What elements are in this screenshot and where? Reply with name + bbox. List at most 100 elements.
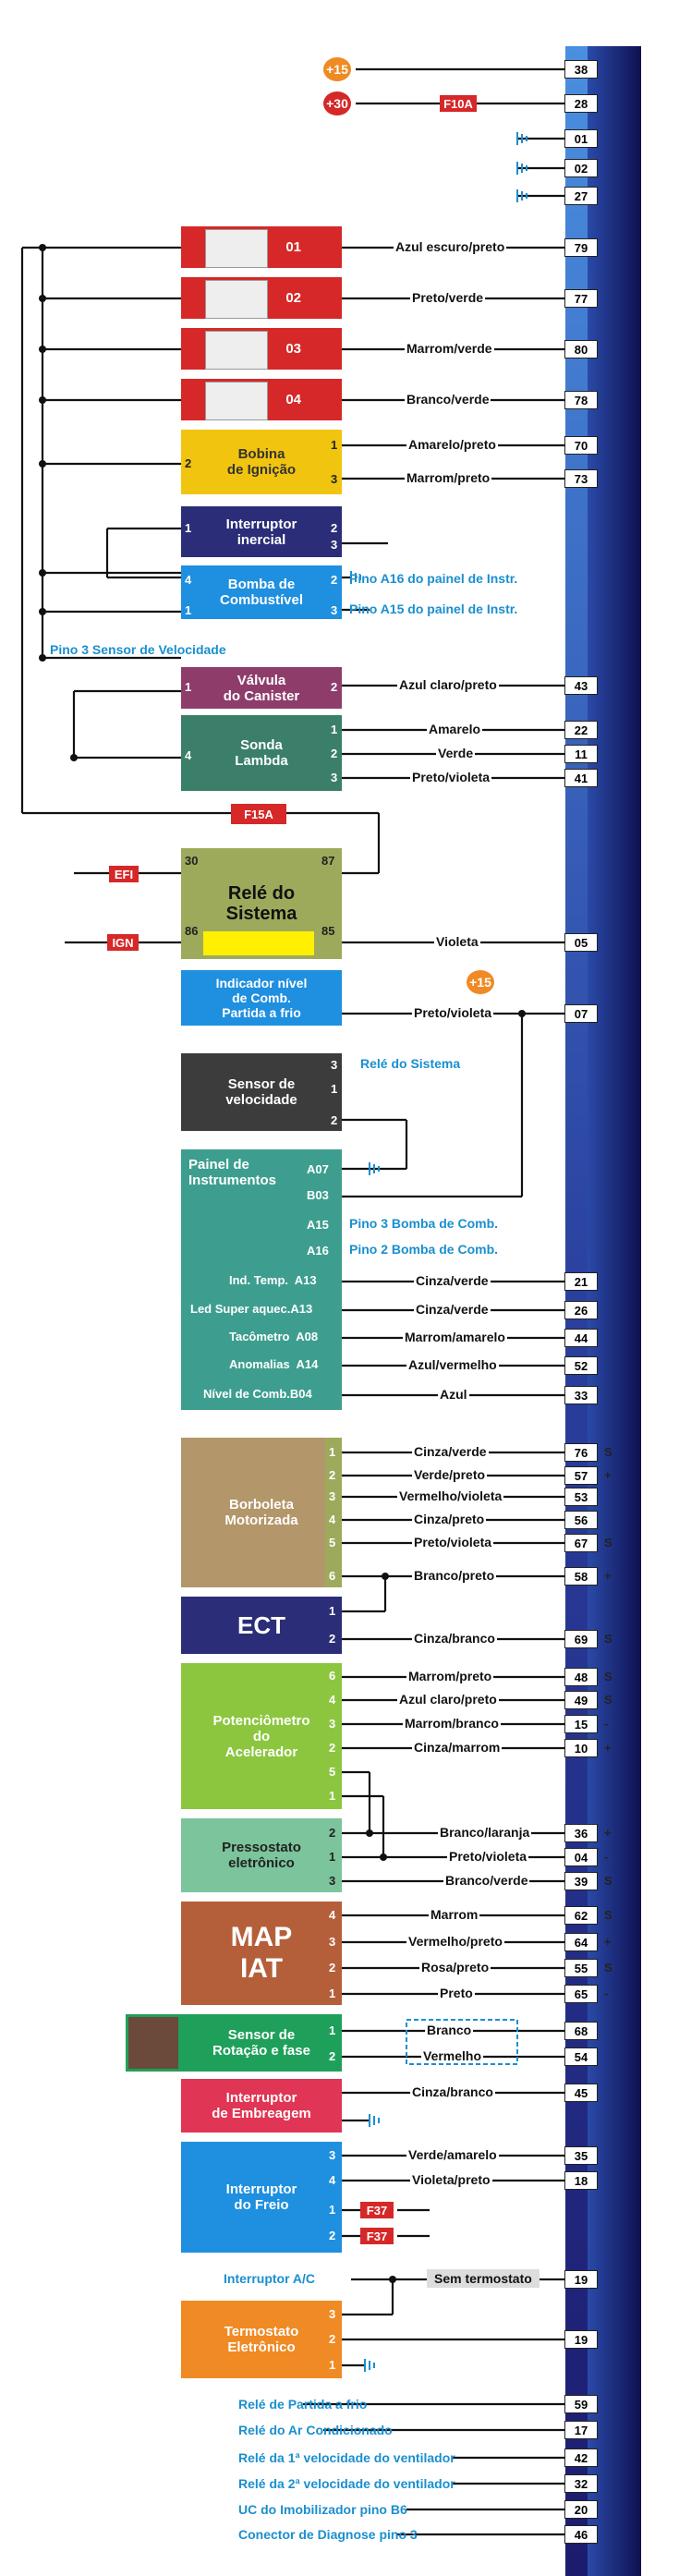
- ecu-pin-27: 27: [564, 187, 598, 205]
- wire-label-79: Azul escuro/preto: [394, 239, 507, 254]
- lambda-pin-4: 4: [185, 748, 192, 762]
- ecu-pin-68: 68: [564, 2022, 598, 2040]
- label-diagnostic-connector: Conector de Diagnose pino 3: [238, 2527, 418, 2542]
- map-pin-3: 3: [329, 1935, 336, 1949]
- label-pin3-pump: Pino 3 Bomba de Comb.: [349, 1216, 499, 1231]
- suffix-67: S: [604, 1536, 612, 1549]
- speed-sensor: Sensor de velocidade: [181, 1053, 342, 1131]
- wire-label-68: Branco: [425, 2023, 474, 2037]
- ecu-pin-42: 42: [564, 2448, 598, 2467]
- pressure-pin-3: 3: [329, 1874, 336, 1888]
- wire-label-21: Cinza/verde: [414, 1273, 491, 1288]
- wire-label-41: Preto/violeta: [410, 770, 492, 784]
- panel-row-fuel: Nível de Comb.B04: [203, 1387, 312, 1401]
- ecu-pin-56: 56: [564, 1511, 598, 1529]
- fuel-pump-pin-2: 2: [331, 573, 338, 587]
- fuel-pump-label: Bomba de Combustível: [219, 577, 303, 608]
- wire-label-77: Preto/verde: [410, 290, 486, 305]
- injector-icon: [205, 229, 268, 268]
- panel-pin-b03: B03: [307, 1188, 329, 1202]
- injector-icon: [205, 280, 268, 319]
- ecu-pin-41: 41: [564, 769, 598, 787]
- ecu-pin-19-ac: 19: [564, 2270, 598, 2289]
- wire-label-36: Branco/laranja: [438, 1825, 532, 1840]
- ecu-pin-70: 70: [564, 436, 598, 455]
- suffix-69: S: [604, 1632, 612, 1646]
- ecu-pin-20: 20: [564, 2500, 598, 2519]
- fuse-f10a: F10A: [440, 95, 477, 112]
- wire-label-07: Preto/violeta: [412, 1005, 494, 1020]
- ecu-pin-02: 02: [564, 159, 598, 177]
- inertia-switch-pin-2: 2: [331, 521, 338, 535]
- instrument-panel: Painel de Instrumentos: [181, 1149, 342, 1410]
- panel-row-tach: Tacômetro A08: [229, 1330, 319, 1343]
- ecu-pin-04: 04: [564, 1848, 598, 1866]
- inertia-switch: Interruptor inercial: [181, 506, 342, 557]
- relay-pin-85: 85: [321, 924, 335, 938]
- ecu-pin-32: 32: [564, 2474, 598, 2493]
- label-pin-a16: Pino A16 do painel de Instr.: [349, 571, 518, 586]
- inertia-switch-pin-3: 3: [331, 538, 338, 552]
- speed-sensor-pin-2: 2: [331, 1113, 338, 1127]
- wire-label-69: Cinza/branco: [412, 1631, 497, 1646]
- label-pin2-pump: Pino 2 Bomba de Comb.: [349, 1242, 499, 1257]
- thermostat-pin-3: 3: [329, 2307, 336, 2321]
- ecu-pin-15: 15: [564, 1715, 598, 1733]
- power-plus30-badge: +30: [323, 91, 351, 115]
- panel-row-led: Led Super aquec.A13: [190, 1302, 313, 1316]
- fuse-ign: IGN: [107, 934, 139, 951]
- throttle-body: Borboleta Motorizada: [181, 1438, 342, 1587]
- lambda-sensor: Sonda Lambda: [181, 715, 342, 791]
- wire-label-52: Azul/vermelho: [406, 1357, 499, 1372]
- ecu-pin-22: 22: [564, 721, 598, 739]
- ecu-pin-05: 05: [564, 933, 598, 952]
- fuse-efi: EFI: [109, 866, 139, 882]
- fuel-level-indicator-label: Indicador nível de Comb. Partida a frio: [215, 976, 308, 1020]
- ecu-pin-73: 73: [564, 469, 598, 488]
- ecu-pin-19-thermo: 19: [564, 2330, 598, 2349]
- suffix-48: S: [604, 1670, 612, 1683]
- label-fan-speed2-relay: Relé da 2ª velocidade do ventilador: [238, 2476, 455, 2491]
- fuel-pump-pin-1: 1: [185, 603, 192, 617]
- ecu-pin-78: 78: [564, 391, 598, 409]
- map-pin-4: 4: [329, 1908, 336, 1922]
- rotation-sensor-photo: [126, 2014, 181, 2072]
- wire-label-62: Marrom: [429, 1907, 480, 1922]
- wire-label-44: Marrom/amarelo: [403, 1330, 507, 1344]
- injector-1-label: 01: [285, 239, 301, 255]
- ignition-coil-label: Bobina de Ignição: [226, 446, 297, 478]
- wire-label-58: Branco/preto: [412, 1568, 497, 1583]
- throttle-pin-1: 1: [329, 1445, 336, 1459]
- wire-label-05: Violeta: [434, 934, 480, 949]
- ecu-pin-26: 26: [564, 1301, 598, 1319]
- ecu-pin-18: 18: [564, 2171, 598, 2190]
- suffix-39: S: [604, 1874, 612, 1888]
- lambda-pin-3: 3: [331, 771, 338, 784]
- ecu-pin-35: 35: [564, 2146, 598, 2165]
- map-pin-1: 1: [329, 1987, 336, 2000]
- wire-label-65: Preto: [438, 1986, 475, 2000]
- wire-label-70: Amarelo/preto: [406, 437, 498, 452]
- relay-pin-87: 87: [321, 854, 335, 868]
- no-thermostat-label: Sem termostato: [427, 2269, 540, 2288]
- suffix-04: -: [604, 1850, 609, 1864]
- ignition-coil-pin-3: 3: [331, 472, 338, 486]
- wire-label-76: Cinza/verde: [412, 1444, 489, 1459]
- wire-label-48: Marrom/preto: [406, 1669, 494, 1683]
- injector-2-label: 02: [285, 290, 301, 306]
- ecu-pin-39: 39: [564, 1872, 598, 1890]
- ecu-pin-38: 38: [564, 60, 598, 79]
- label-cold-start-relay: Relé de Partida a frio: [238, 2397, 368, 2412]
- ecu-pin-46: 46: [564, 2525, 598, 2544]
- lambda-pin-1: 1: [331, 723, 338, 736]
- wire-label-49: Azul claro/preto: [397, 1692, 499, 1707]
- pedal-pin-2: 2: [329, 1741, 336, 1755]
- panel-pin-a07: A07: [307, 1162, 329, 1176]
- brake-pin-3: 3: [329, 2148, 336, 2162]
- ecu-pin-77: 77: [564, 289, 598, 308]
- label-pin3-speed-sensor: Pino 3 Sensor de Velocidade: [50, 642, 226, 657]
- brake-pin-2: 2: [329, 2229, 336, 2242]
- wire-label-35: Verde/amarelo: [406, 2147, 499, 2162]
- fuel-pump-pin-3: 3: [331, 603, 338, 617]
- ect-pin-2: 2: [329, 1632, 336, 1646]
